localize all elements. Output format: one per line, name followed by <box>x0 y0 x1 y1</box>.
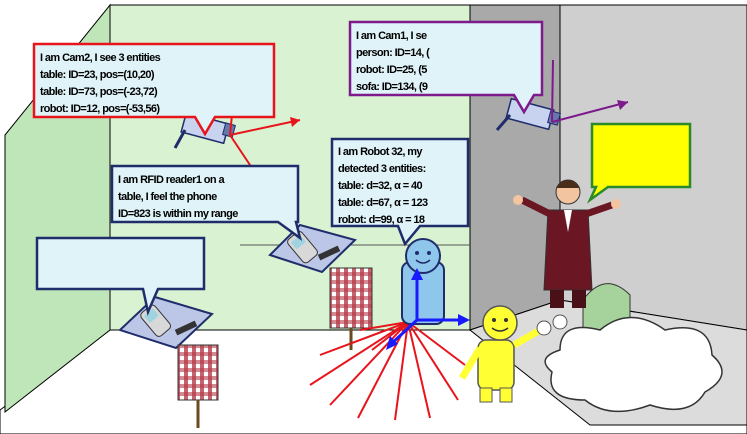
callout-robot-shape <box>330 137 470 247</box>
yellow-robot <box>458 305 568 403</box>
callout-robot-line-1: I am Robot 32, my <box>338 146 423 158</box>
camera-1-axis-x <box>551 101 629 123</box>
callout-rfid-shape <box>110 164 303 242</box>
callout-cam1: I am Cam1, I se person: ID=14, ( robot: … <box>348 20 544 115</box>
callout-person <box>586 122 692 204</box>
callout-cam2-shape <box>32 42 276 137</box>
chair-front <box>177 344 219 428</box>
callout-robot-line-3: table: d=32, α = 40 <box>338 180 422 192</box>
callout-cam2-line-3: table: ID=73, pos=(-23,72) <box>40 86 158 98</box>
callout-rfid-line-2: table, I feel the phone <box>118 191 217 203</box>
table-back <box>268 223 357 274</box>
sensor-rays <box>309 321 466 421</box>
sofa <box>544 283 723 413</box>
callout-rfid-line-1: I am RFID reader1 on a <box>118 174 225 186</box>
camera-1-axis-x-head <box>617 100 628 110</box>
callout-robot-line-2: detected 3 entities: <box>338 163 426 175</box>
person <box>513 179 621 308</box>
callout-rfid-line-3: ID=823 is within my range <box>118 208 238 220</box>
callout-robot: I am Robot 32, my detected 3 entities: t… <box>330 137 470 247</box>
callout-cam1-line-3: robot: ID=25, (5 <box>356 64 427 76</box>
robot-32 <box>386 238 470 350</box>
callout-robot-line-5: robot: d=99, α = 18 <box>338 214 425 226</box>
callout-cam2: I am Cam2, I see 3 entities table: ID=23… <box>32 42 276 137</box>
rfid-reader-back <box>317 245 341 261</box>
camera-2-axis-x-head <box>290 117 300 127</box>
sofa-cloud <box>544 316 723 413</box>
callout-cam1-line-1: I am Cam1, I se <box>356 30 427 42</box>
callout-cam1-line-4: sofa: ID=134, (9 <box>356 81 428 93</box>
rfid-reader-front <box>174 320 198 336</box>
camera-1 <box>495 59 629 131</box>
callout-cam1-line-2: person: ID=14, ( <box>356 47 430 59</box>
chair-back <box>329 267 373 350</box>
callout-cam2-line-2: table: ID=23, pos=(10,20) <box>40 69 155 81</box>
callout-cam2-line-4: robot: ID=12, pos=(-53,56) <box>40 103 160 115</box>
camera-2-axis-z <box>229 134 253 169</box>
phone-icon <box>287 231 318 264</box>
callout-phone <box>35 236 206 317</box>
robot-32-head <box>405 238 441 274</box>
camera-1-mount <box>495 114 512 131</box>
callout-robot-line-4: table: d=67, α = 123 <box>338 197 428 209</box>
callout-cam2-line-1: I am Cam2, I see 3 entities <box>40 52 161 64</box>
camera-2-axis-x <box>229 119 301 136</box>
callout-rfid: I am RFID reader1 on a table, I feel the… <box>110 164 303 242</box>
camera-1-axis-y <box>551 59 554 123</box>
camera-2-mount <box>173 129 187 149</box>
callout-cam1-shape <box>348 20 544 115</box>
